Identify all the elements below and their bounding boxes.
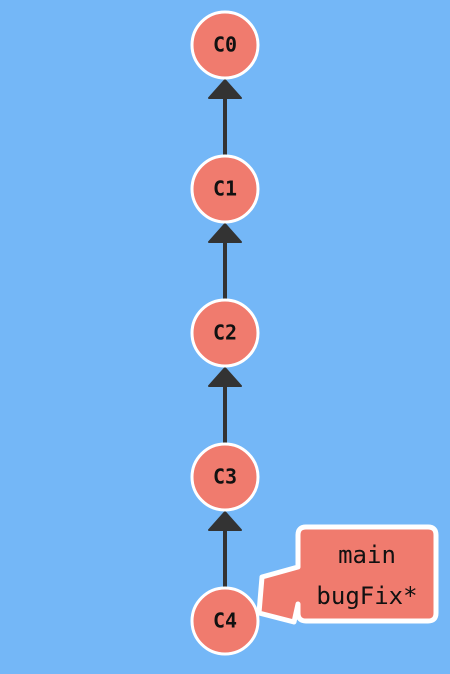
commit-circle[interactable]	[190, 442, 260, 512]
commit-circle[interactable]	[190, 10, 260, 80]
commit-circle[interactable]	[190, 586, 260, 656]
commit-label: C3	[213, 465, 237, 489]
arrowhead-C1	[208, 223, 242, 243]
commit-C1[interactable]: C1	[190, 154, 260, 224]
commit-label: C4	[213, 609, 237, 633]
arrowhead-C2	[208, 367, 242, 387]
commit-C0[interactable]: C0	[190, 10, 260, 80]
commit-label: C2	[213, 321, 237, 345]
commit-circle[interactable]	[190, 298, 260, 368]
commit-edges	[208, 79, 242, 588]
arrowhead-C3	[208, 511, 242, 531]
branch-main-label: main	[338, 541, 396, 569]
commit-label: C1	[213, 177, 237, 201]
commit-circle[interactable]	[190, 154, 260, 224]
commit-C2[interactable]: C2	[190, 298, 260, 368]
branch-label: main bugFix*	[256, 524, 439, 625]
branch-label-box	[256, 524, 439, 625]
branch-bugfix-label: bugFix*	[316, 582, 417, 610]
commit-C3[interactable]: C3	[190, 442, 260, 512]
commit-C4[interactable]: C4	[190, 586, 260, 656]
arrowhead-C0	[208, 79, 242, 99]
commit-label: C0	[213, 33, 237, 57]
